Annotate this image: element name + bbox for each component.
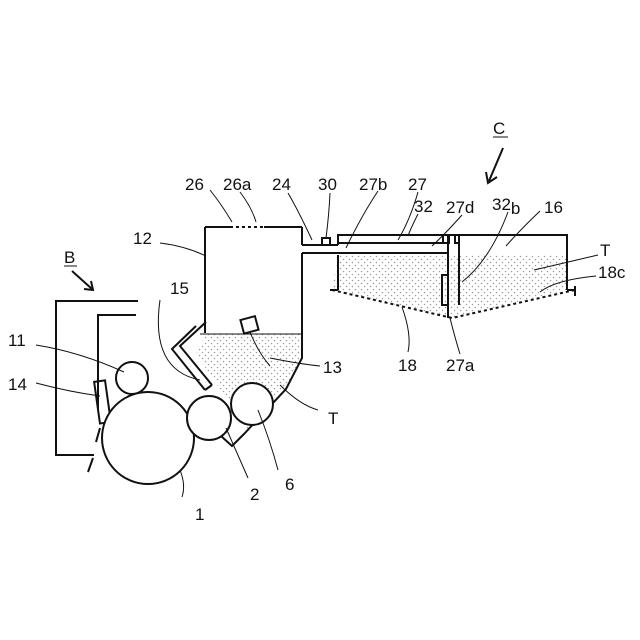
toner-tank-16 — [330, 235, 575, 318]
label-26: 26 — [185, 175, 204, 194]
label-15: 15 — [170, 279, 189, 298]
label-32b: 32b — [492, 195, 520, 218]
label-11: 11 — [8, 331, 26, 350]
label-B: B — [64, 248, 75, 267]
arrow-B — [64, 266, 93, 290]
supply-roller-6 — [231, 383, 273, 425]
label-18: 18 — [398, 356, 417, 375]
label-27: 27 — [408, 175, 427, 194]
label-24: 24 — [272, 175, 291, 194]
label-26a: 26a — [223, 175, 252, 194]
developing-roller-2 — [187, 396, 231, 440]
label-27b: 27b — [359, 175, 387, 194]
label-6: 6 — [285, 475, 294, 494]
toner-supply-pipe-24 — [302, 238, 448, 253]
shutter-30 — [322, 238, 330, 245]
label-18c: 18c — [598, 263, 626, 282]
label-32: 32 — [414, 197, 433, 216]
label-16: 16 — [544, 198, 563, 217]
charging-roller-11 — [116, 362, 148, 394]
label-1: 1 — [195, 505, 204, 524]
label-27d: 27d — [446, 198, 474, 217]
label-12: 12 — [133, 229, 152, 248]
label-C: C — [493, 119, 505, 138]
label-13: 13 — [323, 358, 342, 377]
arrow-C — [486, 137, 508, 183]
label-27a: 27a — [446, 356, 475, 375]
label-14: 14 — [8, 375, 27, 394]
label-T-hopper: T — [328, 409, 338, 428]
agitator-13 — [240, 316, 258, 333]
label-2: 2 — [250, 485, 259, 504]
label-30: 30 — [318, 175, 337, 194]
label-T-tank: T — [600, 241, 610, 260]
